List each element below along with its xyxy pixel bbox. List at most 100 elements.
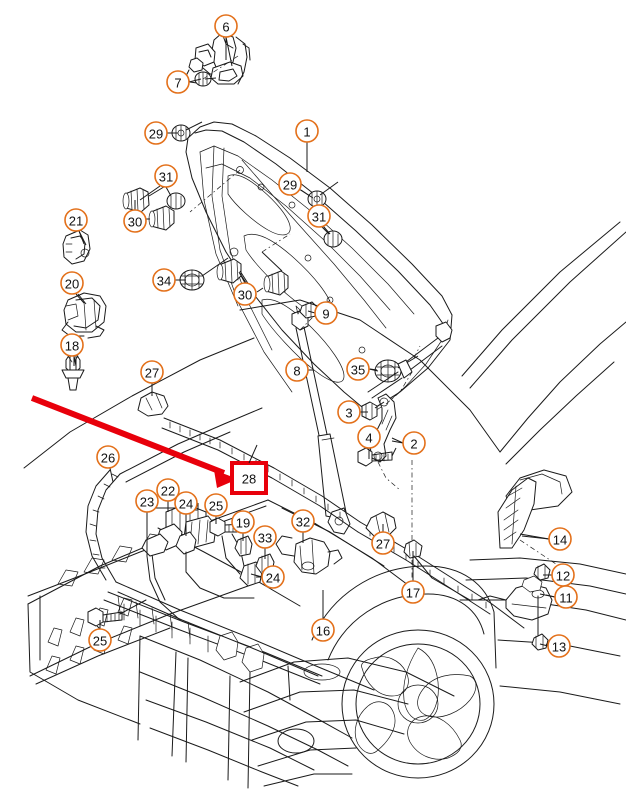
callout-31[interactable]: 31 [139, 164, 178, 201]
callout-30[interactable]: 30 [233, 271, 257, 306]
nut-part-3 [361, 401, 378, 421]
callout-16[interactable]: 16 [311, 590, 335, 642]
callout-bubble[interactable] [174, 491, 198, 515]
callout-bubble[interactable] [402, 431, 426, 455]
callout-9[interactable]: 9 [307, 301, 338, 325]
callout-bubble[interactable] [88, 628, 112, 652]
callout-leader-line [75, 293, 85, 304]
callout-bubble[interactable] [166, 70, 190, 94]
highlight-box[interactable] [230, 461, 268, 495]
callout-bubble[interactable] [204, 493, 228, 517]
callout-number: 32 [296, 515, 310, 530]
callout-bubble[interactable] [337, 400, 361, 424]
callout-24[interactable]: 24 [174, 491, 198, 536]
callout-bubble[interactable] [233, 282, 257, 306]
callout-12[interactable]: 12 [543, 563, 575, 587]
callout-24[interactable]: 24 [250, 565, 285, 589]
callout-number: 24 [179, 497, 193, 512]
callout-number: 11 [559, 591, 573, 606]
callout-25[interactable]: 25 [204, 493, 228, 524]
callout-4[interactable]: 4 [357, 425, 381, 459]
callout-20[interactable]: 20 [60, 271, 85, 304]
callout-number: 30 [238, 288, 252, 303]
callout-1[interactable]: 1 [295, 119, 319, 170]
callout-bubble[interactable] [346, 357, 370, 381]
callout-number: 26 [101, 451, 115, 466]
callout-6[interactable]: 6 [214, 14, 238, 60]
callout-3[interactable]: 3 [337, 400, 368, 424]
callout-23[interactable]: 23 [135, 489, 159, 556]
callout-13[interactable]: 13 [539, 634, 571, 658]
callout-8[interactable]: 8 [285, 358, 314, 382]
callout-bubble[interactable] [253, 525, 277, 549]
callout-leader-line [238, 271, 246, 284]
highlighted-callout-28[interactable]: 28 [230, 444, 268, 495]
callout-26[interactable]: 26 [96, 445, 120, 483]
callout-33[interactable]: 33 [253, 525, 277, 559]
callout-bubble[interactable] [314, 301, 338, 325]
callout-bubble[interactable] [60, 333, 84, 357]
callout-leader-line [322, 225, 331, 235]
callout-bubble[interactable] [285, 358, 309, 382]
callout-31[interactable]: 31 [307, 204, 331, 235]
callout-21[interactable]: 21 [64, 208, 88, 246]
callout-27[interactable]: 27 [371, 524, 395, 555]
callout-bubble[interactable] [231, 510, 255, 534]
callout-bubble[interactable] [60, 271, 84, 295]
callout-22[interactable]: 22 [156, 478, 180, 512]
callout-bubble[interactable] [123, 209, 147, 233]
callout-number: 16 [316, 624, 330, 639]
callout-bubble[interactable] [357, 425, 381, 449]
bracket-part-11 [477, 575, 553, 639]
callout-34[interactable]: 34 [152, 268, 186, 292]
seal-clip-part-27-upper [137, 391, 169, 417]
callout-bubble[interactable] [547, 634, 571, 658]
callout-number: 27 [145, 366, 159, 381]
gas-strut-right [367, 321, 453, 399]
callout-bubble[interactable] [291, 509, 315, 533]
callout-30[interactable]: 30 [123, 200, 147, 233]
callout-bubble[interactable] [311, 618, 335, 642]
callout-32[interactable]: 32 [291, 509, 315, 543]
callout-19[interactable]: 19 [231, 510, 255, 541]
callout-bubble[interactable] [140, 360, 164, 384]
callout-14[interactable]: 14 [521, 527, 572, 551]
callout-bubble[interactable] [261, 565, 285, 589]
callout-bubble[interactable] [96, 445, 120, 469]
rubber-stop-part-30-d [263, 270, 289, 296]
callout-bubble[interactable] [135, 489, 159, 513]
callout-17[interactable]: 17 [401, 551, 425, 604]
callout-number: 24 [266, 571, 280, 586]
callout-7[interactable]: 7 [166, 70, 202, 94]
hood-hinge-part-6 [185, 32, 251, 85]
callout-bubble[interactable] [64, 208, 88, 232]
callout-bubble[interactable] [548, 527, 572, 551]
callout-27[interactable]: 27 [140, 360, 164, 396]
callout-number: 4 [365, 431, 372, 446]
callout-2[interactable]: 2 [391, 431, 426, 455]
callout-number: 29 [149, 127, 163, 142]
callout-bubble[interactable] [152, 268, 176, 292]
rubber-stop-part-30-a [122, 187, 150, 213]
callout-18[interactable]: 18 [60, 333, 84, 367]
callout-number: 31 [159, 170, 173, 185]
callout-bubble[interactable] [401, 580, 425, 604]
callout-bubble[interactable] [278, 172, 302, 196]
callout-29[interactable]: 29 [278, 172, 314, 199]
callout-bubble[interactable] [154, 164, 178, 188]
callout-bubble[interactable] [214, 14, 238, 38]
callout-bubble[interactable] [371, 531, 395, 555]
callout-bubble[interactable] [156, 478, 180, 502]
callout-bubble[interactable] [295, 119, 319, 143]
callout-bubble[interactable] [554, 585, 578, 609]
callout-35[interactable]: 35 [346, 357, 379, 381]
callout-bubble[interactable] [307, 204, 331, 228]
callout-29[interactable]: 29 [144, 121, 178, 145]
callout-bubble[interactable] [144, 121, 168, 145]
rubber-buffer-part-35 [374, 359, 402, 383]
callout-11[interactable]: 11 [539, 585, 578, 609]
callout-25[interactable]: 25 [88, 620, 112, 652]
callout-number: 17 [406, 586, 420, 601]
red-pointer-arrow [30, 395, 238, 488]
